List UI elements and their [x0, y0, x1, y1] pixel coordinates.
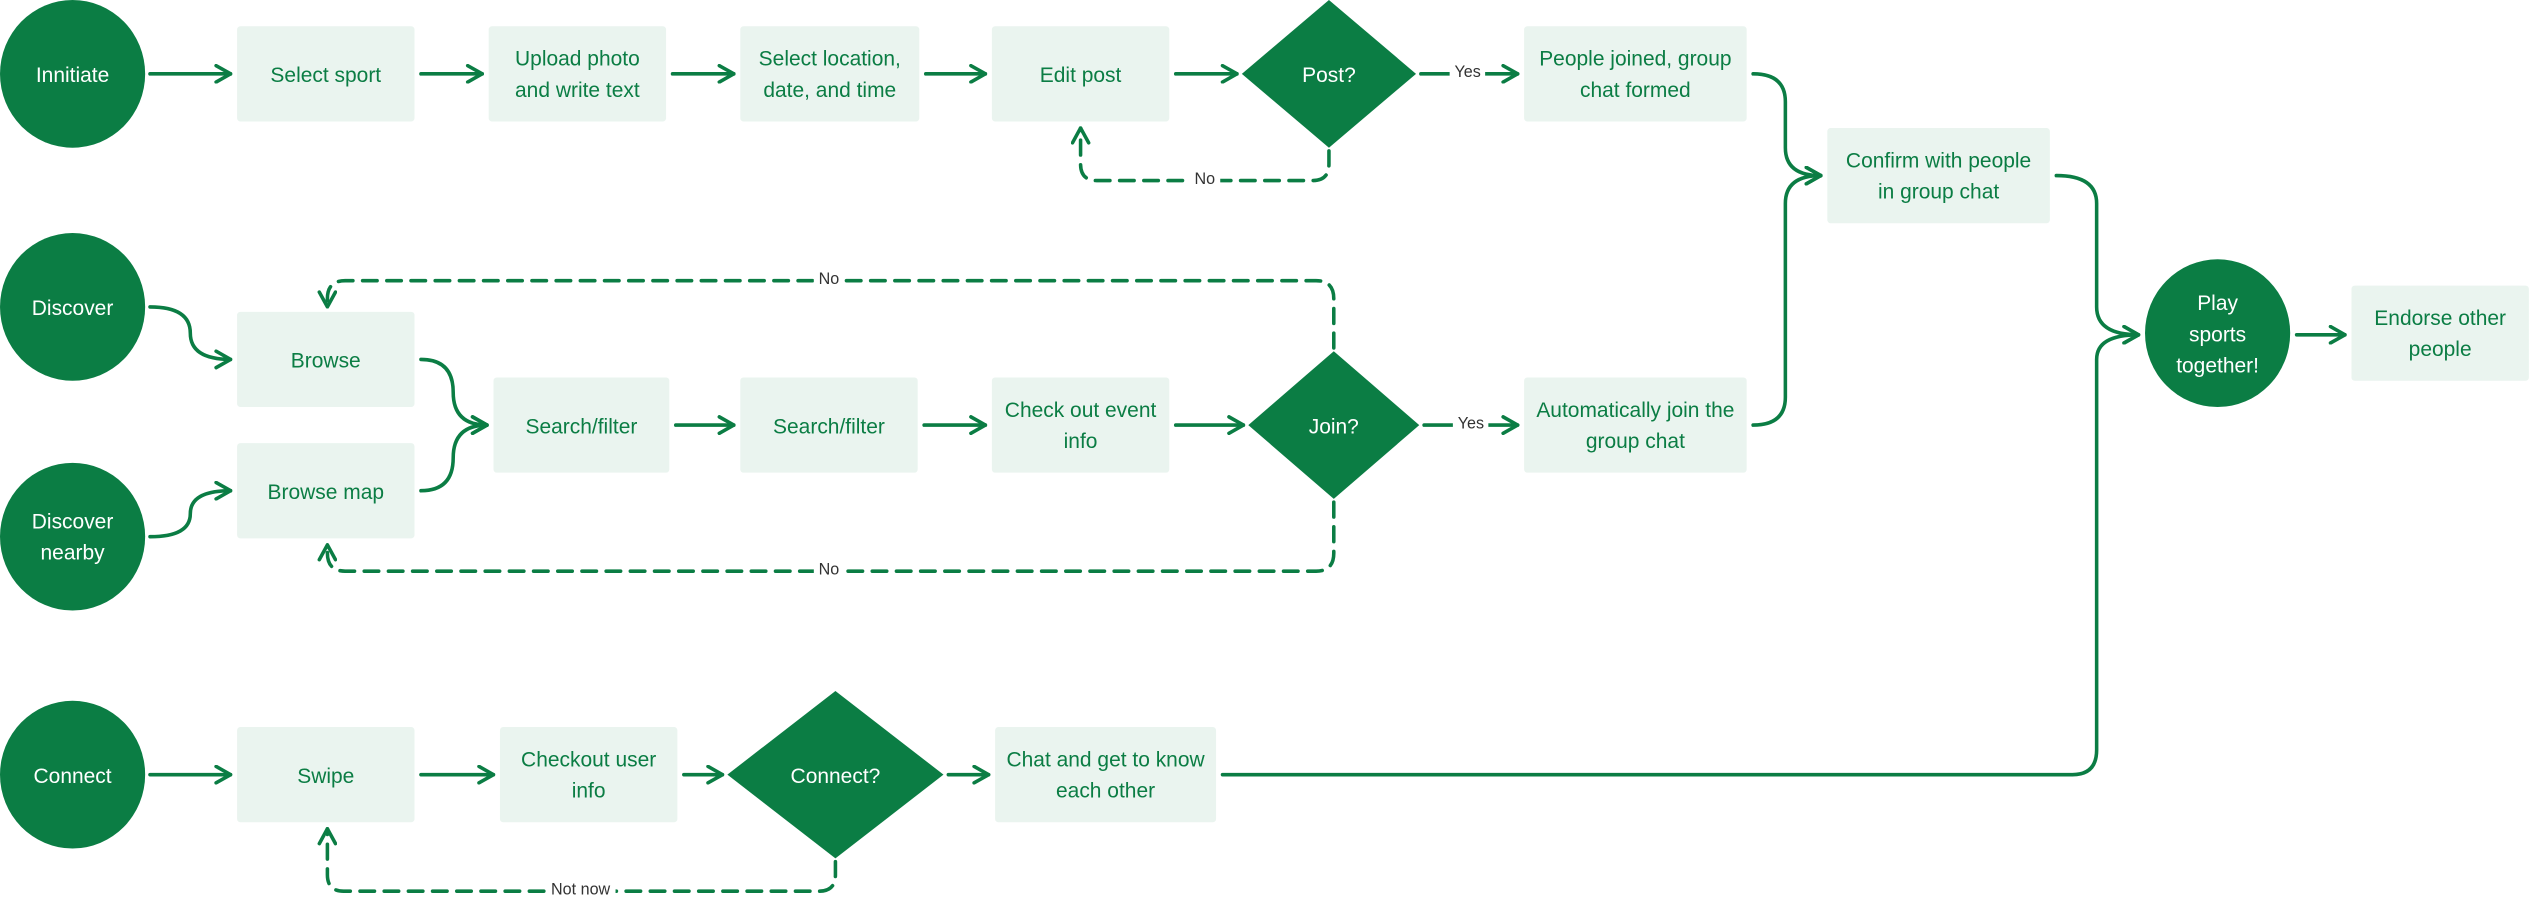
edge-join-no-top-loop — [327, 278, 1336, 350]
connect-decision-diamond — [727, 690, 944, 859]
step-select-location: Select location, date, and time — [740, 26, 920, 122]
step-endorse-people: Endorse other people — [2351, 285, 2529, 381]
result-people-joined: People joined, group chat formed — [1524, 26, 1747, 122]
edge-browse-to-search — [419, 357, 489, 425]
edge-chat-to-play — [1220, 335, 2141, 777]
post-decision-diamond — [1241, 0, 1417, 148]
start-discover-nearby: Discover nearby — [0, 462, 146, 611]
step-swipe: Swipe — [237, 727, 415, 823]
step-chat-get-to-know: Chat and get to know each other — [995, 727, 1217, 823]
edge-discover-nearby-to-browse-map — [148, 491, 233, 539]
merge-edges — [2054, 173, 2347, 335]
edge-discover-to-browse — [148, 305, 233, 360]
decision-post-label: Post? — [1302, 61, 1356, 87]
step-browse: Browse — [237, 311, 415, 408]
step-browse-map: Browse map — [237, 443, 415, 539]
step-upload-photo: Upload photo and write text — [488, 26, 667, 122]
decision-join-label: Join? — [1308, 412, 1359, 438]
label-post-no: No — [1189, 170, 1220, 191]
edge-confirm-to-play — [2054, 173, 2141, 335]
step-select-sport: Select sport — [237, 26, 415, 122]
goal-play-sports: Play sports together! — [2145, 259, 2291, 408]
step-confirm-group-chat: Confirm with people in group chat — [1827, 128, 2050, 224]
edge-browse-map-to-search — [419, 425, 489, 493]
start-connect: Connect — [0, 700, 146, 849]
decision-connect-label: Connect? — [790, 762, 881, 787]
result-auto-join: Automatically join the group chat — [1524, 377, 1747, 473]
step-search-filter-2: Search/filter — [740, 377, 918, 473]
step-checkout-user-info: Checkout user info — [499, 727, 678, 823]
edge-people-joined-to-confirm — [1751, 72, 1823, 176]
step-search-filter-1: Search/filter — [493, 377, 670, 473]
label-post-yes: Yes — [1449, 64, 1486, 84]
label-join-no-bottom: No — [813, 561, 845, 581]
label-join-yes: Yes — [1452, 415, 1489, 435]
start-initiate: Innitiate — [0, 0, 146, 148]
label-join-no-top: No — [813, 270, 845, 291]
start-discover: Discover — [0, 233, 146, 381]
step-check-event-info: Check out event info — [991, 377, 1170, 473]
step-edit-post: Edit post — [991, 26, 1170, 122]
label-not-now: Not now — [546, 881, 616, 901]
edge-auto-join-to-confirm — [1751, 176, 1823, 427]
